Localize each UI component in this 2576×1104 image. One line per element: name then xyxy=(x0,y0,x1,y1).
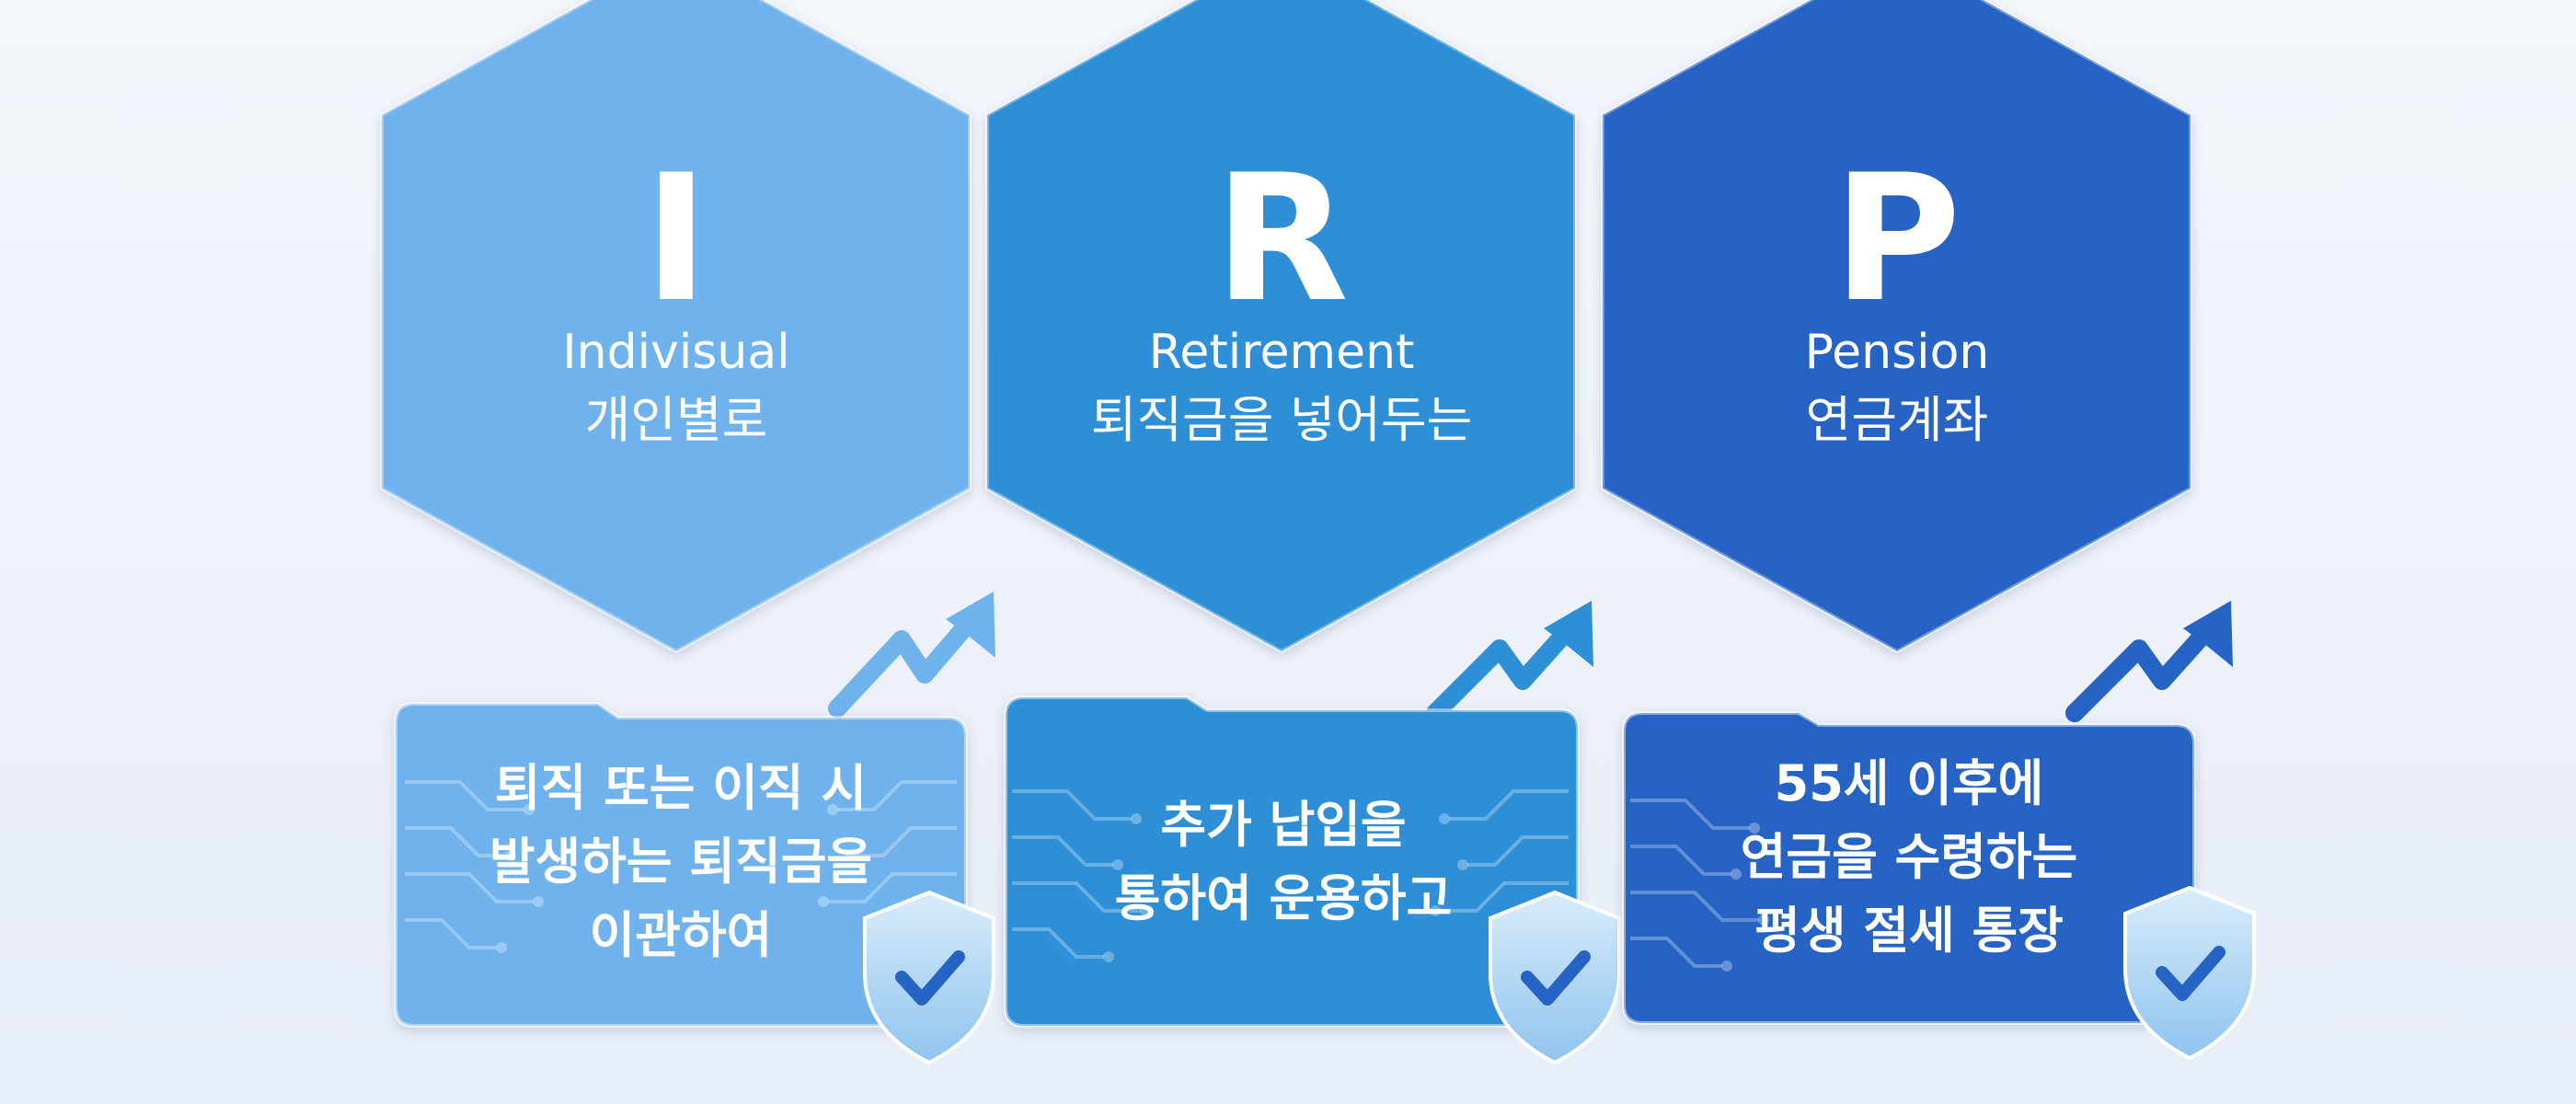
hex-2-word: Retirement xyxy=(1149,325,1415,380)
card-2-line-2: 통하여 운용하고 xyxy=(1115,869,1453,927)
circuit-lines-decoration xyxy=(1012,789,1151,962)
column-3: P Pension 연금계좌 55세 이후에 연금을 수령하는 평생 절세 통장 xyxy=(1601,0,2256,1061)
hex-1-letter: I xyxy=(644,137,709,340)
hex-3-word: Pension xyxy=(1805,325,1990,380)
card-1-line-1: 퇴직 또는 이직 시 xyxy=(495,759,867,817)
column-1: I Indivisual 개인별로 퇴직 또는 이직 시 발생하는 퇴직금을 이… xyxy=(380,0,995,1065)
circuit-lines-decoration xyxy=(1630,799,1769,972)
hex-2-letter: R xyxy=(1214,137,1349,340)
shield-check-icon xyxy=(1489,890,1621,1065)
card-1-line-3: 이관하여 xyxy=(590,906,773,964)
hexagon-3 xyxy=(1601,0,2192,654)
hex-3-korean: 연금계좌 xyxy=(1806,391,1989,449)
column-2: R Retirement 퇴직금을 넣어두는 추가 납입을 통하여 운용하고 xyxy=(985,0,1621,1065)
card-2-line-1: 추가 납입을 xyxy=(1160,796,1406,854)
circuit-lines-decoration xyxy=(405,780,544,953)
rising-arrow-icon xyxy=(2065,601,2233,722)
card-1-line-2: 발생하는 퇴직금을 xyxy=(489,833,872,891)
hexagon-1 xyxy=(380,0,972,654)
card-3-line-1: 55세 이후에 xyxy=(1775,754,2044,812)
rising-arrow-icon xyxy=(1426,601,1593,722)
hex-3-letter: P xyxy=(1833,137,1961,340)
hex-1-word: Indivisual xyxy=(562,325,789,380)
hex-2-korean: 퇴직금을 넣어두는 xyxy=(1091,391,1473,449)
rising-arrow-icon xyxy=(828,592,995,718)
circuit-lines-decoration-right xyxy=(1430,789,1569,916)
circuit-lines-decoration-right xyxy=(818,780,957,907)
hexagon-2 xyxy=(985,0,1577,654)
hex-1-korean: 개인별로 xyxy=(585,391,768,449)
shield-check-icon xyxy=(863,890,995,1065)
card-3-line-2: 연금을 수령하는 xyxy=(1741,828,2078,886)
card-3-line-3: 평생 절세 통장 xyxy=(1754,902,2064,960)
shield-check-icon xyxy=(2123,885,2256,1061)
